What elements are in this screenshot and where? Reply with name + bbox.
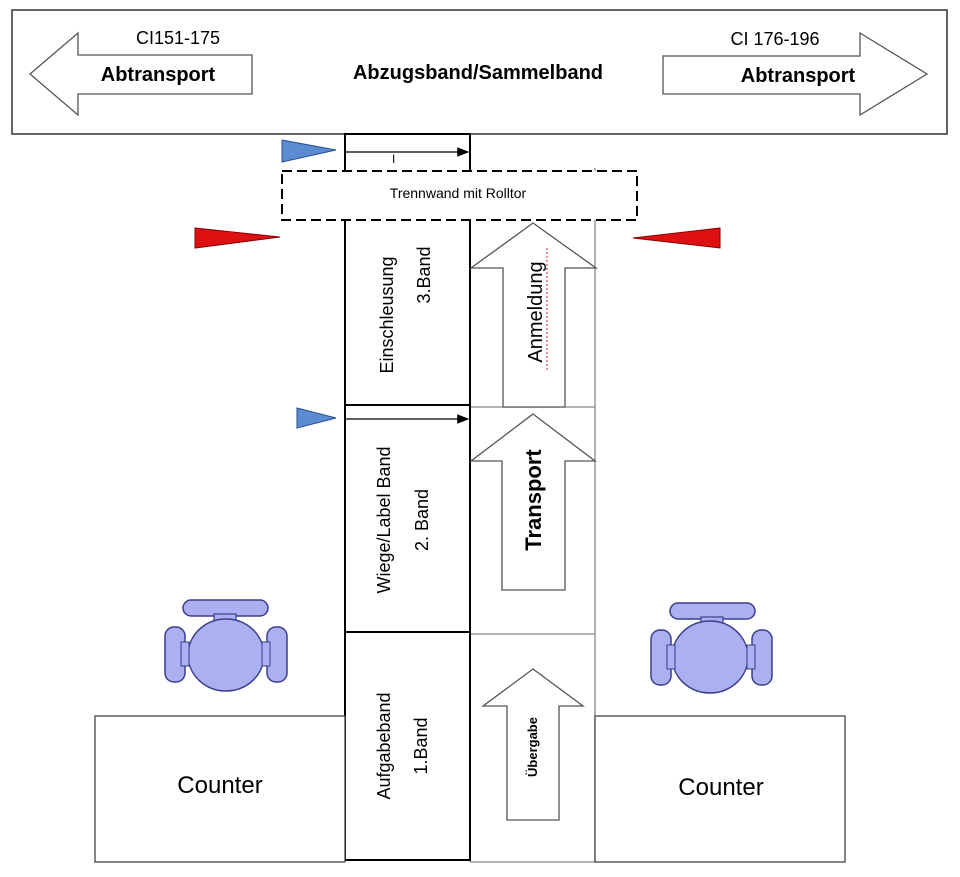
blue-flag-middle-icon — [296, 407, 337, 429]
left-abtransport-label: Abtransport — [101, 64, 216, 86]
red-flag-left-icon — [194, 227, 281, 249]
small-mark: I — [392, 152, 395, 166]
right-abtransport-label: Abtransport — [741, 65, 856, 87]
belt-1-label-line2: 1.Band — [411, 717, 431, 774]
collection-band-title: Abzugsband/Sammelband — [353, 62, 603, 84]
counter-right-label: Counter — [678, 774, 763, 801]
partition-wall: Trennwand mit Rolltor — [281, 170, 638, 221]
anmeldung-arrow: Anmeldung — [468, 222, 599, 408]
abtransport-left-arrow: CI151-175 Abtransport — [28, 28, 253, 117]
partition-label: Trennwand mit Rolltor — [390, 185, 527, 201]
red-flag-right-icon — [632, 227, 721, 249]
belt-2 — [344, 404, 471, 635]
transport-arrow: Transport — [469, 413, 597, 591]
chair-left-icon — [164, 599, 288, 692]
belt-3-label-line1: Einschleusung — [377, 256, 397, 373]
belt-1-label-line1: Aufgabeband — [374, 692, 394, 799]
abtransport-right-arrow: CI 176-196 Abtransport — [662, 29, 929, 117]
counter-right: Counter — [594, 715, 846, 863]
chair-right-icon — [650, 602, 773, 694]
transport-label: Transport — [521, 449, 546, 551]
uebergabe-arrow: Übergabe — [481, 668, 585, 821]
belt-2-label-line2: 2. Band — [412, 489, 432, 551]
blue-flag-top-icon — [281, 139, 337, 163]
left-range-label: CI151-175 — [136, 28, 220, 48]
right-range-label: CI 176-196 — [730, 29, 819, 49]
counter-left-label: Counter — [177, 772, 262, 799]
counter-left: Counter — [94, 715, 346, 863]
belt-1 — [344, 631, 471, 861]
anmeldung-label: Anmeldung — [525, 261, 547, 362]
belt-3-label-line2: 3.Band — [414, 246, 434, 303]
uebergabe-label: Übergabe — [525, 717, 540, 777]
belt-2-label-line1: Wiege/Label Band — [374, 446, 394, 593]
